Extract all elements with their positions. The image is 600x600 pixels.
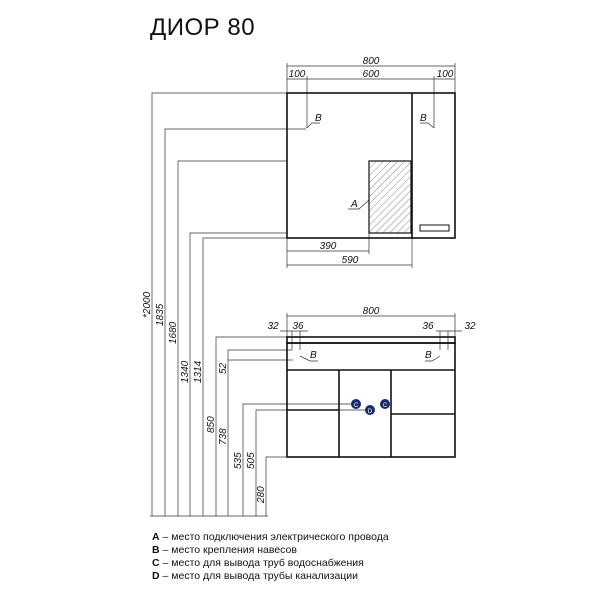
legend-item-d: D – место для вывода трубы канализации: [152, 570, 359, 582]
dim-32-left: 32: [267, 321, 279, 332]
dimension-lines: [150, 63, 462, 517]
legend-item-c: C – место для вывода труб водоснабжения: [152, 557, 364, 569]
dim-590: 590: [342, 255, 359, 266]
label-b: B: [420, 113, 427, 124]
svg-text:1680: 1680: [168, 321, 179, 344]
upper-mirror-cabinet: [286, 92, 456, 239]
svg-text:738: 738: [218, 428, 229, 445]
label-a: A: [350, 199, 358, 210]
svg-text:52: 52: [218, 362, 229, 374]
lower-vanity-cabinet: [286, 336, 456, 458]
svg-text:280: 280: [256, 486, 267, 504]
label-b: B: [315, 113, 322, 124]
dim-32-right: 32: [464, 321, 476, 332]
legend-item-a: A – место подключения электрического про…: [152, 531, 389, 543]
label-b: B: [310, 350, 317, 361]
legend-item-b: B – место крепления навесов: [152, 544, 297, 556]
svg-text:505: 505: [246, 452, 257, 469]
water-pipe-marker-c: [380, 399, 390, 409]
drain-pipe-marker-d: [365, 405, 375, 415]
hatched-socket-area: [368, 160, 412, 234]
svg-text:1314: 1314: [193, 360, 204, 383]
svg-text:C: C: [354, 403, 359, 409]
label-b: B: [425, 350, 432, 361]
dim-390: 390: [320, 241, 337, 252]
page-title: ДИОР 80: [150, 14, 256, 41]
dim-width-upper: 800: [363, 56, 380, 67]
water-pipe-marker-c: [351, 399, 361, 409]
svg-text:1835: 1835: [155, 303, 166, 326]
pipe-markers: C D C: [351, 399, 390, 415]
svg-text:D: D: [368, 409, 373, 415]
dim-36-right: 36: [422, 321, 434, 332]
svg-text:1340: 1340: [180, 360, 191, 383]
dim-side-right: 100: [437, 69, 454, 80]
svg-text:*2000: *2000: [142, 291, 153, 318]
dim-middle: 600: [363, 69, 380, 80]
dim-width-lower: 800: [363, 306, 380, 317]
svg-text:850: 850: [206, 416, 217, 433]
svg-text:535: 535: [233, 452, 244, 469]
height-labels: *2000 1835 1680 1340 1314 850 738 52 535…: [142, 291, 267, 504]
dim-36-left: 36: [292, 321, 304, 332]
svg-text:C: C: [383, 403, 388, 409]
legend: A – место подключения электрического про…: [152, 531, 389, 583]
dim-side-left: 100: [289, 69, 306, 80]
